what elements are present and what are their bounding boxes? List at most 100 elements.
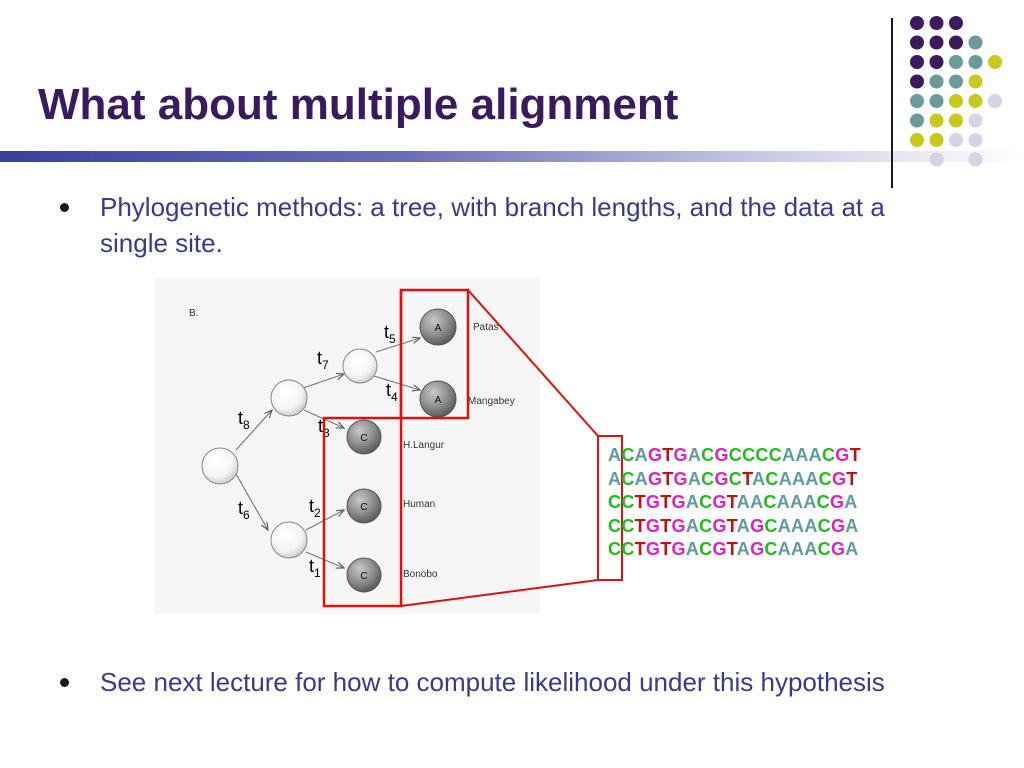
alignment-base: A: [778, 468, 793, 489]
alignment-base: G: [671, 539, 686, 559]
alignment-base: G: [645, 492, 661, 512]
branch-label: t7: [317, 348, 329, 372]
decorative-dot: [929, 133, 944, 147]
leaf-node: [346, 557, 382, 593]
leaf-node: [419, 380, 457, 418]
alignment-base: C: [621, 468, 635, 489]
alignment-base: T: [846, 468, 858, 489]
alignment-base: C: [701, 445, 715, 465]
decorative-dot: [929, 113, 944, 128]
alignment-base: A: [777, 539, 791, 559]
alignment-base: C: [701, 468, 715, 489]
bullet-dot-icon: [60, 678, 69, 687]
alignment-base: A: [687, 445, 702, 465]
alignment-base: G: [831, 468, 847, 489]
decorative-dot: [910, 133, 924, 147]
decorative-dot: [929, 16, 944, 30]
branch-label: t1: [309, 556, 321, 580]
alignment-base: C: [764, 515, 778, 536]
alignment-base: C: [816, 492, 830, 512]
leaf-node: [419, 308, 457, 346]
alignment-base: A: [736, 539, 751, 559]
bullet-dot-icon: [60, 203, 69, 212]
decorative-dot: [910, 16, 924, 30]
decorative-dot: [968, 74, 983, 89]
alignment-base: C: [621, 445, 635, 465]
alignment-base: G: [673, 468, 688, 489]
alignment-base: C: [621, 492, 635, 512]
alignment-base: T: [634, 515, 646, 536]
decorative-dot: [949, 113, 963, 128]
alignment-base: G: [712, 492, 727, 512]
decorative-dot: [968, 35, 983, 50]
alignment-base: G: [750, 539, 765, 559]
alignment-base: A: [844, 492, 858, 512]
alignment-row: CCTGTGACGTAACAAACGA: [608, 491, 861, 515]
alignment-base: A: [804, 539, 818, 559]
branch-label: t2: [309, 496, 321, 520]
decorative-dot: [910, 35, 924, 50]
internal-node: [342, 348, 378, 384]
alignment-base: C: [621, 515, 635, 536]
alignment-base: G: [712, 515, 727, 536]
alignment-base: C: [742, 445, 756, 465]
branch-label: t4: [386, 380, 398, 404]
branch-label: t8: [238, 408, 250, 432]
alignment-base: C: [821, 445, 836, 465]
decorative-dot: [929, 74, 944, 89]
alignment-base: G: [673, 445, 688, 465]
alignment-base: G: [835, 445, 850, 465]
alignment-base: T: [726, 515, 737, 536]
alignment-base: C: [818, 468, 832, 489]
alignment-base: G: [671, 515, 686, 536]
bullet-text: Phylogenetic methods: a tree, with branc…: [100, 192, 885, 258]
decorative-dot: [968, 94, 983, 108]
decorative-dot: [949, 74, 963, 89]
alignment-base: C: [728, 445, 743, 465]
decorative-dot: [968, 133, 983, 147]
tree-image-background: [154, 278, 540, 614]
alignment-base: T: [726, 492, 737, 512]
alignment-base: A: [685, 515, 700, 536]
leaf-name: Human: [403, 499, 435, 510]
alignment-base: G: [712, 539, 727, 559]
alignment-base: G: [647, 445, 663, 465]
alignment-base: A: [790, 492, 804, 512]
branch-label: t5: [384, 322, 396, 346]
leaf-node: [346, 488, 382, 524]
alignment-base: A: [782, 445, 796, 465]
alignment-base: A: [750, 492, 764, 512]
alignment-base: T: [660, 539, 672, 559]
decorative-dot: [949, 133, 963, 147]
alignment-row: CCTGTGACGTAGCAAACGA: [608, 515, 861, 539]
title-divider: [0, 151, 1024, 162]
alignment-base: G: [714, 445, 729, 465]
alignment-base: A: [795, 445, 809, 465]
decorative-dot: [910, 74, 924, 89]
alignment-base: A: [845, 539, 859, 559]
alignment-base: G: [829, 492, 845, 512]
sequence-alignment: ACAGTGACGCCCCAAACGT ACAGTGACGCTACAAACGT …: [608, 444, 861, 562]
decorative-dot: [949, 55, 963, 69]
alignment-base: C: [768, 445, 783, 465]
decorative-dot: [929, 94, 944, 108]
alignment-base: A: [752, 468, 766, 489]
alignment-base: A: [685, 539, 700, 559]
panel-label: B.: [189, 308, 198, 319]
alignment-base: A: [803, 492, 817, 512]
alignment-base: C: [699, 492, 713, 512]
alignment-base: A: [791, 539, 805, 559]
alignment-base: C: [728, 468, 743, 489]
zoom-connector-line: [400, 579, 599, 607]
decorative-dot: [949, 94, 963, 108]
leaf-name: Bonobo: [403, 569, 438, 580]
decorative-dot: [910, 55, 924, 69]
decorative-dot: [988, 94, 1002, 108]
alignment-base: A: [776, 492, 790, 512]
leaf-state: C: [360, 433, 367, 444]
alignment-base: G: [645, 515, 661, 536]
alignment-base: G: [830, 539, 846, 559]
alignment-row: ACAGTGACGCTACAAACGT: [608, 468, 861, 492]
alignment-base: G: [714, 468, 729, 489]
alignment-base: C: [621, 539, 635, 559]
